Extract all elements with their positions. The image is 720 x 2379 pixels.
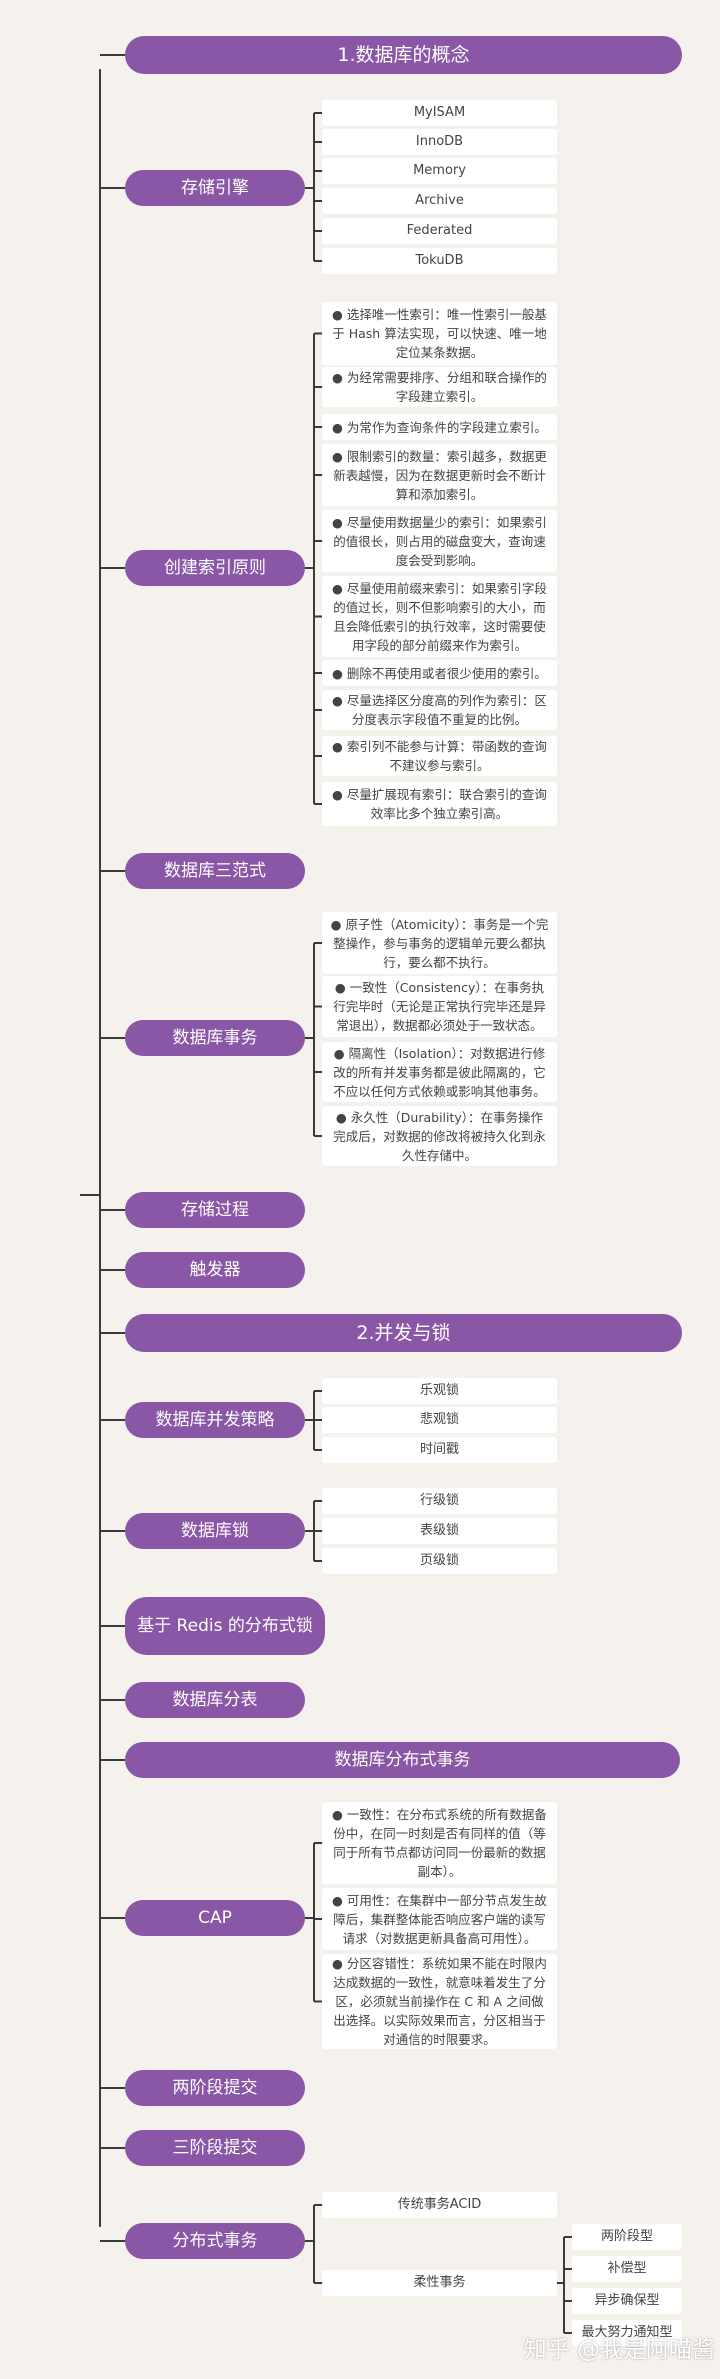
index-principle-note[interactable]: ● 为经常需要排序、分组和联合操作的字段建立索引。 <box>322 367 557 407</box>
node-three-phase-commit[interactable]: 三阶段提交 <box>125 2130 305 2166</box>
section-title-database-concepts[interactable]: 1.数据库的概念 <box>125 36 682 74</box>
transaction-property-note[interactable]: ● 原子性（Atomicity）：事务是一个完整操作，参与事务的逻辑单元要么都执… <box>322 912 557 974</box>
index-principle-note[interactable]: ● 尽量扩展现有索引：联合索引的查询效率比多个独立索引高。 <box>322 782 557 826</box>
node-cap[interactable]: CAP <box>125 1900 305 1936</box>
node-distributed-transaction[interactable]: 分布式事务 <box>125 2223 305 2259</box>
db-lock-item[interactable]: 页级锁 <box>322 1548 557 1574</box>
flexible-type-item[interactable]: 最大努力通知型 <box>572 2320 682 2346</box>
index-principle-note[interactable]: ● 尽量使用数据量少的索引：如果索引的值很长，则占用的磁盘变大，查询速度会受到影… <box>322 510 557 572</box>
section-title-concurrency-locks[interactable]: 2.并发与锁 <box>125 1314 682 1352</box>
index-principle-note[interactable]: ● 尽量使用前缀来索引：如果索引字段的值过长，则不但影响索引的大小，而且会降低索… <box>322 576 557 657</box>
storage-engine-item[interactable]: Federated <box>322 218 557 244</box>
storage-engine-item[interactable]: TokuDB <box>322 248 557 274</box>
concurrency-strategy-item[interactable]: 悲观锁 <box>322 1407 557 1433</box>
node-normal-forms[interactable]: 数据库三范式 <box>125 853 305 889</box>
index-principle-note[interactable]: ● 为常作为查询条件的字段建立索引。 <box>322 414 557 440</box>
index-principle-note[interactable]: ● 删除不再使用或者很少使用的索引。 <box>322 660 557 686</box>
concurrency-strategy-item[interactable]: 时间戳 <box>322 1437 557 1463</box>
flexible-type-item[interactable]: 异步确保型 <box>572 2288 682 2314</box>
cap-note[interactable]: ● 可用性：在集群中一部分节点发生故障后，集群整体能否响应客户端的读写请求（对数… <box>322 1888 557 1950</box>
index-principle-note[interactable]: ● 限制索引的数量：索引越多，数据更新表越慢，因为在数据更新时会不断计算和添加索… <box>322 444 557 506</box>
flexible-type-item[interactable]: 两阶段型 <box>572 2224 682 2250</box>
index-principle-note[interactable]: ● 尽量选择区分度高的列作为索引：区分度表示字段值不重复的比例。 <box>322 690 557 730</box>
transaction-property-note[interactable]: ● 隔离性（Isolation）：对数据进行修改的所有并发事务都是彼此隔离的，它… <box>322 1042 557 1102</box>
node-redis-lock[interactable]: 基于 Redis 的分布式锁 <box>125 1597 325 1655</box>
index-principle-note[interactable]: ● 选择唯一性索引：唯一性索引一般基于 Hash 算法实现，可以快速、唯一地定位… <box>322 302 557 365</box>
watermark: 知乎 @我是阿喵酱 <box>523 2337 715 2363</box>
node-db-lock[interactable]: 数据库锁 <box>125 1513 305 1549</box>
node-concurrency-strategy[interactable]: 数据库并发策略 <box>125 1402 305 1438</box>
node-stored-procedure[interactable]: 存储过程 <box>125 1192 305 1228</box>
node-distributed-transaction-section[interactable]: 数据库分布式事务 <box>125 1742 680 1778</box>
concurrency-strategy-item[interactable]: 乐观锁 <box>322 1378 557 1404</box>
node-storage-engine[interactable]: 存储引擎 <box>125 170 305 206</box>
storage-engine-item[interactable]: InnoDB <box>322 129 557 155</box>
db-lock-item[interactable]: 表级锁 <box>322 1518 557 1544</box>
cap-note[interactable]: ● 分区容错性：系统如果不能在时限内达成数据的一致性，就意味着发生了分区，必须就… <box>322 1954 557 2049</box>
db-lock-item[interactable]: 行级锁 <box>322 1488 557 1514</box>
flexible-transaction-item[interactable]: 柔性事务 <box>322 2270 557 2296</box>
index-principle-note[interactable]: ● 索引列不能参与计算：带函数的查询不建议参与索引。 <box>322 736 557 776</box>
acid-item[interactable]: 传统事务ACID <box>322 2192 557 2218</box>
node-two-phase-commit[interactable]: 两阶段提交 <box>125 2070 305 2106</box>
node-transaction[interactable]: 数据库事务 <box>125 1020 305 1056</box>
cap-note[interactable]: ● 一致性：在分布式系统的所有数据备份中，在同一时刻是否有同样的值（等同于所有节… <box>322 1802 557 1884</box>
storage-engine-item[interactable]: MyISAM <box>322 100 557 126</box>
transaction-property-note[interactable]: ● 一致性（Consistency）：在事务执行完毕时（无论是正常执行完毕还是异… <box>322 976 557 1037</box>
node-index-principles[interactable]: 创建索引原则 <box>125 550 305 586</box>
node-sharding[interactable]: 数据库分表 <box>125 1682 305 1718</box>
node-trigger[interactable]: 触发器 <box>125 1252 305 1288</box>
storage-engine-item[interactable]: Memory <box>322 158 557 184</box>
storage-engine-item[interactable]: Archive <box>322 188 557 214</box>
transaction-property-note[interactable]: ● 永久性（Durability）：在事务操作完成后，对数据的修改将被持久化到永… <box>322 1106 557 1166</box>
flexible-type-item[interactable]: 补偿型 <box>572 2256 682 2282</box>
